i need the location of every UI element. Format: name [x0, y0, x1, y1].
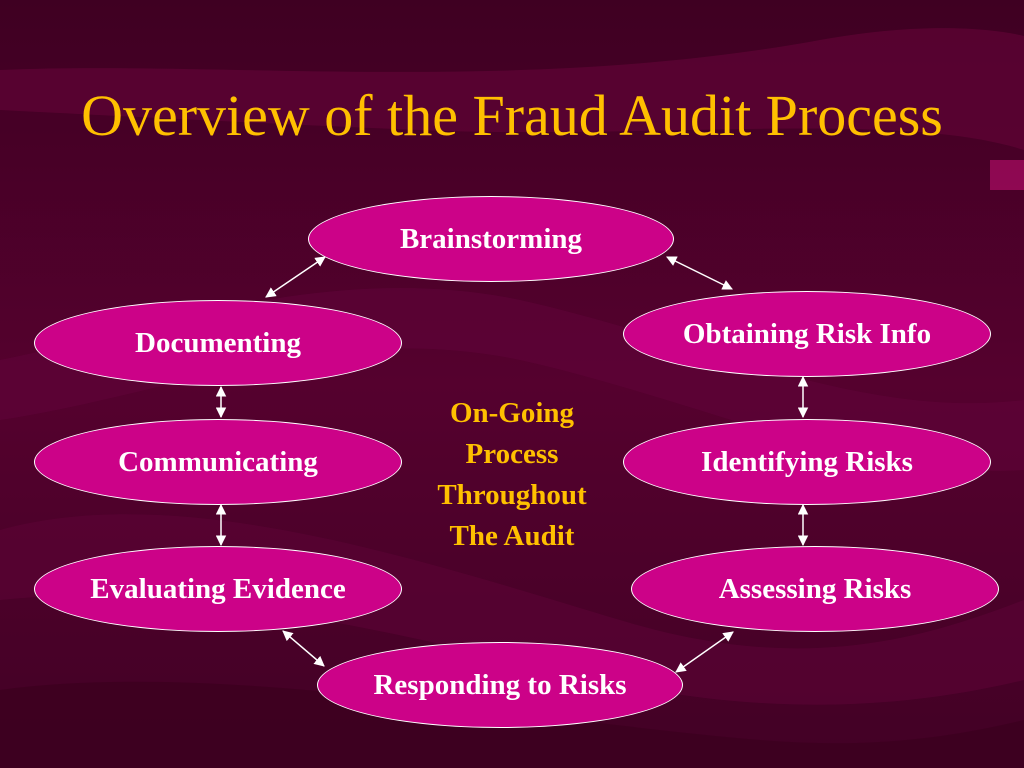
arrow-responding-to-risks-evaluating-evidence [282, 630, 325, 667]
node-documenting[interactable]: Documenting [34, 300, 402, 386]
center-caption-line: The Audit [449, 520, 575, 552]
center-caption-line: Throughout [437, 479, 587, 511]
node-communicating[interactable]: Communicating [34, 419, 402, 505]
node-assessing-risks[interactable]: Assessing Risks [631, 546, 999, 632]
node-responding-to-risks[interactable]: Responding to Risks [317, 642, 683, 728]
node-identifying-risks[interactable]: Identifying Risks [623, 419, 991, 505]
node-obtaining-risk-info[interactable]: Obtaining Risk Info [623, 291, 991, 377]
center-caption-line: Process [465, 438, 559, 470]
center-caption: On-Going Process Throughout The Audit [400, 393, 624, 557]
node-evaluating-evidence[interactable]: Evaluating Evidence [34, 546, 402, 632]
slide-title: Overview of the Fraud Audit Process [81, 83, 943, 148]
arrow-documenting-brainstorming [265, 256, 326, 298]
arrow-assessing-risks-responding-to-risks [675, 631, 734, 673]
center-caption-line: On-Going [449, 397, 575, 429]
arrow-brainstorming-obtaining-risk-info [666, 256, 733, 290]
node-brainstorming[interactable]: Brainstorming [308, 196, 674, 282]
